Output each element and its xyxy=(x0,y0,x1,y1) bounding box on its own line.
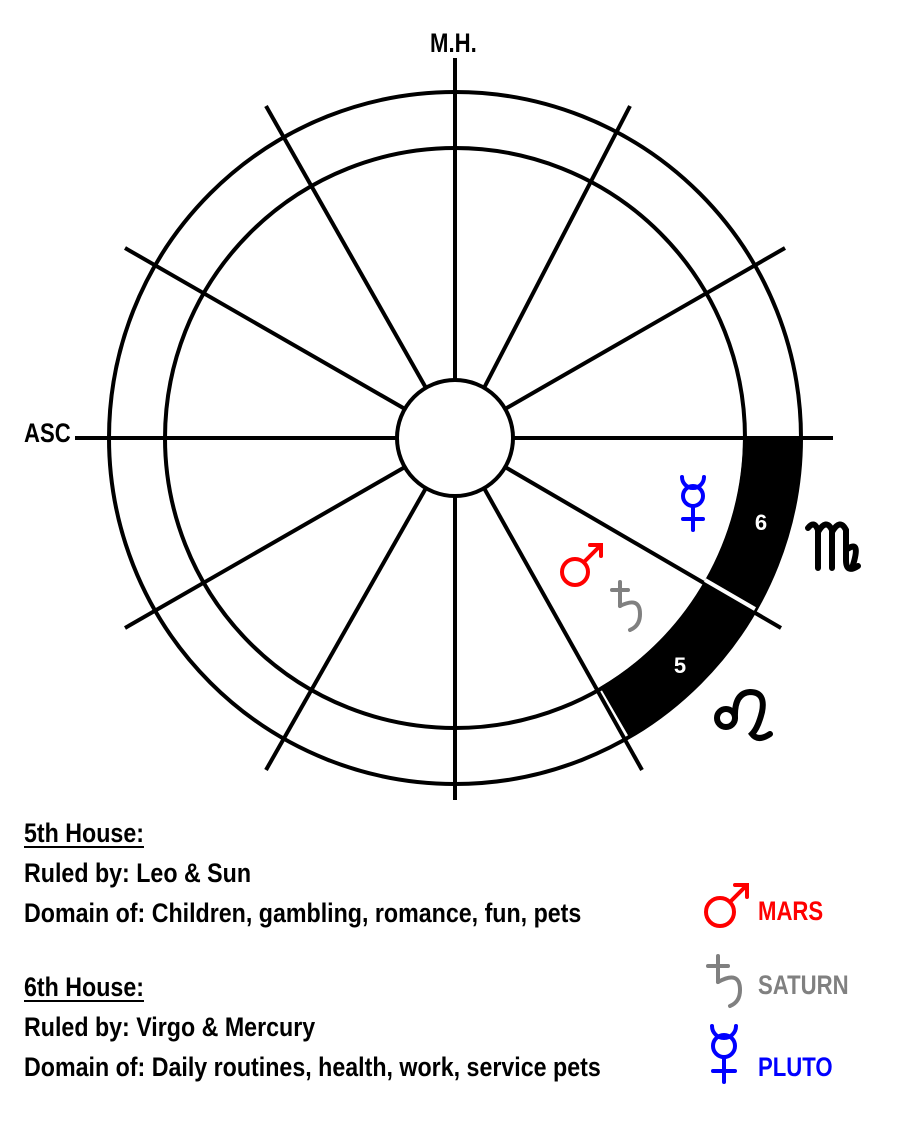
house-5-segment xyxy=(600,580,755,737)
virgo-glyph-icon xyxy=(805,521,861,572)
saturn-icon xyxy=(610,580,643,632)
house-6-number: 6 xyxy=(755,510,767,535)
house6-domain: Domain of: Daily routines, health, work,… xyxy=(24,1052,601,1082)
house-6-segment xyxy=(705,438,801,609)
center-hub xyxy=(395,378,515,498)
legend-pluto-icon xyxy=(710,1024,738,1084)
house5-ruled: Ruled by: Leo & Sun xyxy=(24,858,252,888)
legend-saturn-label: SATURN xyxy=(758,970,849,1000)
house5-heading: 5th House: xyxy=(24,818,144,848)
legend-pluto-label: PLUTO xyxy=(758,1052,833,1082)
house-cusp-lines xyxy=(75,58,833,800)
legend-mars-icon xyxy=(704,883,749,928)
legend-saturn-icon xyxy=(706,954,743,1008)
pluto-icon xyxy=(680,475,706,532)
asc-label: ASC xyxy=(24,418,71,448)
house-5-6-cusp-highlight xyxy=(703,578,757,611)
house-wheel-chart: 6 5 xyxy=(75,58,861,800)
house-5-6-cusp-line xyxy=(503,465,783,630)
house6-heading: 6th House: xyxy=(24,972,144,1002)
mh-label: M.H. xyxy=(430,28,477,58)
house-5-number: 5 xyxy=(674,653,686,678)
house5-domain: Domain of: Children, gambling, romance, … xyxy=(24,898,582,928)
house6-ruled: Ruled by: Virgo & Mercury xyxy=(24,1012,316,1042)
leo-glyph-icon xyxy=(714,688,773,741)
mars-icon xyxy=(560,543,603,587)
legend-mars-label: MARS xyxy=(758,896,824,926)
